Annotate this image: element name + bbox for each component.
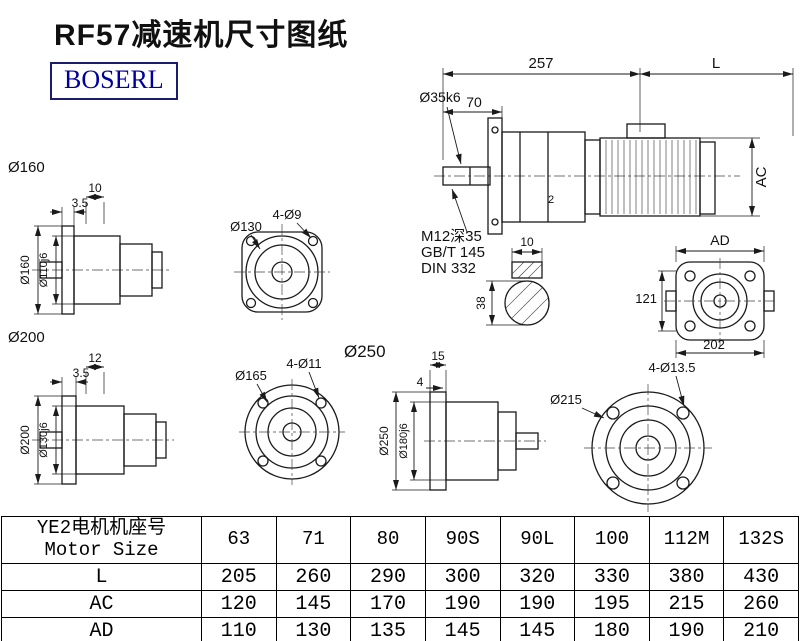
dim-ac: AC (753, 166, 770, 187)
view-flange-165-face: Ø165 4-Ø11 (235, 356, 345, 485)
dim-ad: AD (710, 232, 729, 248)
table-cell: 205 (201, 563, 277, 591)
brand-logo: BOSERL (50, 62, 178, 100)
dim-4: 4 (417, 375, 424, 389)
dim-130: Ø130 (230, 219, 262, 234)
row-label: AC (1, 590, 202, 618)
technical-drawing: 257 L 70 Ø35k6 AC 2 M12深35 GB/T 145 DIN … (8, 55, 794, 512)
table-cell: 170 (350, 590, 426, 618)
table-cell: 210 (723, 617, 799, 641)
table-row-l: L 205 260 290 300 320 330 380 430 (1, 563, 799, 591)
dim-bolt-holes-9: 4-Ø9 (273, 207, 302, 222)
table-cell: 320 (499, 563, 576, 591)
dim-outer-200: Ø200 (18, 425, 32, 455)
table-header-row: YE2电机机座号 Motor Size 63 71 80 90S 90L 100… (1, 516, 799, 564)
table-cell: 190 (499, 590, 576, 618)
note-gbt-standard: GB/T 145 (421, 244, 485, 261)
table-cell: 260 (723, 590, 799, 618)
shaft-cross-section: 10 38 (474, 235, 550, 326)
gearbox-housing (501, 131, 586, 223)
size-column-header: 90L (499, 516, 576, 564)
size-column-header: 90S (424, 516, 501, 564)
table-cell: 120 (201, 590, 277, 618)
view-motor-end-ad: AD 121 202 (635, 232, 776, 358)
dim-215: Ø215 (550, 392, 582, 407)
motor-body (599, 137, 701, 217)
dim-l: L (712, 55, 720, 72)
size-column-header: 132S (723, 516, 799, 564)
table-cell: 130 (275, 617, 352, 641)
size-column-header: 71 (275, 516, 352, 564)
table-cell: 195 (574, 590, 650, 618)
view-flange-215-face: 4-Ø13.5 Ø215 (550, 360, 712, 512)
table-cell: 135 (350, 617, 426, 641)
main-assembly-view: 257 L 70 Ø35k6 AC 2 M12深35 GB/T 145 DIN … (419, 55, 794, 277)
dim-outer-160: Ø160 (18, 255, 32, 285)
dim-165: Ø165 (235, 368, 267, 383)
dim-shaft-diameter: Ø35k6 (419, 89, 460, 105)
table-cell: 300 (424, 563, 501, 591)
motor-size-label-en: Motor Size (44, 539, 159, 561)
table-cell: 330 (574, 563, 650, 591)
table-row-ac: AC 120 145 170 190 190 195 215 260 (1, 590, 799, 618)
size-column-header: 63 (201, 516, 277, 564)
row-label: AD (1, 617, 202, 641)
table-cell: 215 (648, 590, 725, 618)
dim-key-width: 10 (520, 235, 534, 249)
table-cell: 180 (574, 617, 650, 641)
key-section (511, 261, 543, 279)
table-cell: 145 (275, 590, 352, 618)
table-cell: 380 (648, 563, 725, 591)
terminal-box (626, 123, 666, 139)
dimension-table: YE2电机机座号 Motor Size 63 71 80 90S 90L 100… (1, 516, 799, 641)
dim-3-5: 3.5 (72, 196, 89, 210)
dim-15: 15 (431, 349, 445, 363)
table-cell: 110 (201, 617, 277, 641)
table-cell: 190 (424, 590, 501, 618)
table-cell: 145 (499, 617, 576, 641)
motor-size-header-cell: YE2电机机座号 Motor Size (1, 516, 202, 564)
view-flange-250: 15 4 Ø250 Ø180j6 (377, 349, 546, 491)
note-tapped-hole: M12深35 (421, 228, 482, 245)
dim-12: 12 (88, 351, 102, 365)
dim-shaft-38: 38 (474, 296, 488, 310)
dim-10: 10 (88, 181, 102, 195)
table-cell: 290 (350, 563, 426, 591)
dim-70: 70 (466, 94, 482, 110)
label-160: Ø160 (8, 159, 45, 176)
page-title: RF57减速机尺寸图纸 (54, 19, 349, 52)
table-cell: 190 (648, 617, 725, 641)
table-cell: 260 (275, 563, 352, 591)
dim-202: 202 (703, 337, 725, 352)
label-200: Ø200 (8, 329, 45, 346)
dim-2: 2 (548, 194, 554, 206)
view-flange-160: Ø160 10 3.5 Ø160 Ø110j6 (8, 159, 170, 315)
dim-bolt-holes-13-5: 4-Ø13.5 (649, 360, 696, 375)
table-row-ad: AD 110 130 135 145 145 180 190 210 (1, 617, 799, 641)
motor-size-label-cn: YE2电机机座号 (36, 517, 167, 540)
view-flange-200: Ø200 12 3.5 Ø200 Ø130j6 (8, 329, 174, 485)
dim-bolt-holes-11: 4-Ø11 (286, 356, 321, 371)
dim-spigot-130: Ø130j6 (38, 422, 50, 457)
fan-cover (699, 141, 716, 215)
size-column-header: 112M (648, 516, 725, 564)
view-flange-130-face: 4-Ø9 Ø130 (230, 207, 330, 320)
row-label: L (1, 563, 202, 591)
note-din-standard: DIN 332 (421, 260, 476, 277)
dim-257: 257 (528, 55, 553, 72)
table-cell: 430 (723, 563, 799, 591)
dim-spigot-110: Ø110j6 (38, 253, 50, 288)
size-column-header: 80 (350, 516, 426, 564)
dim-3-5: 3.5 (73, 366, 90, 380)
table-cell: 145 (424, 617, 501, 641)
label-250: Ø250 (344, 342, 386, 361)
dim-outer-250: Ø250 (377, 426, 391, 456)
dim-spigot-180: Ø180j6 (398, 423, 410, 458)
dim-121: 121 (635, 291, 657, 306)
size-column-header: 100 (574, 516, 650, 564)
